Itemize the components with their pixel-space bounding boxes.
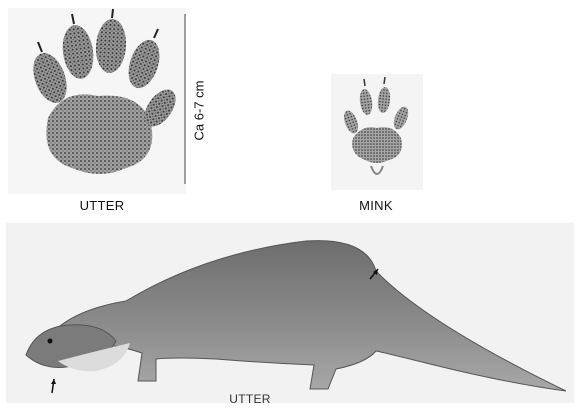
otter-illustration-caption: UTTER <box>210 392 290 406</box>
otter-print-caption: UTTER <box>62 198 142 213</box>
size-label: Ca 6-7 cm <box>184 70 214 150</box>
size-label-text: Ca 6-7 cm <box>192 80 207 140</box>
otter-illustration <box>6 223 574 403</box>
mink-print-caption: MINK <box>336 198 416 213</box>
mink-footprint-image <box>331 74 423 190</box>
otter-footprint-image <box>8 8 186 194</box>
